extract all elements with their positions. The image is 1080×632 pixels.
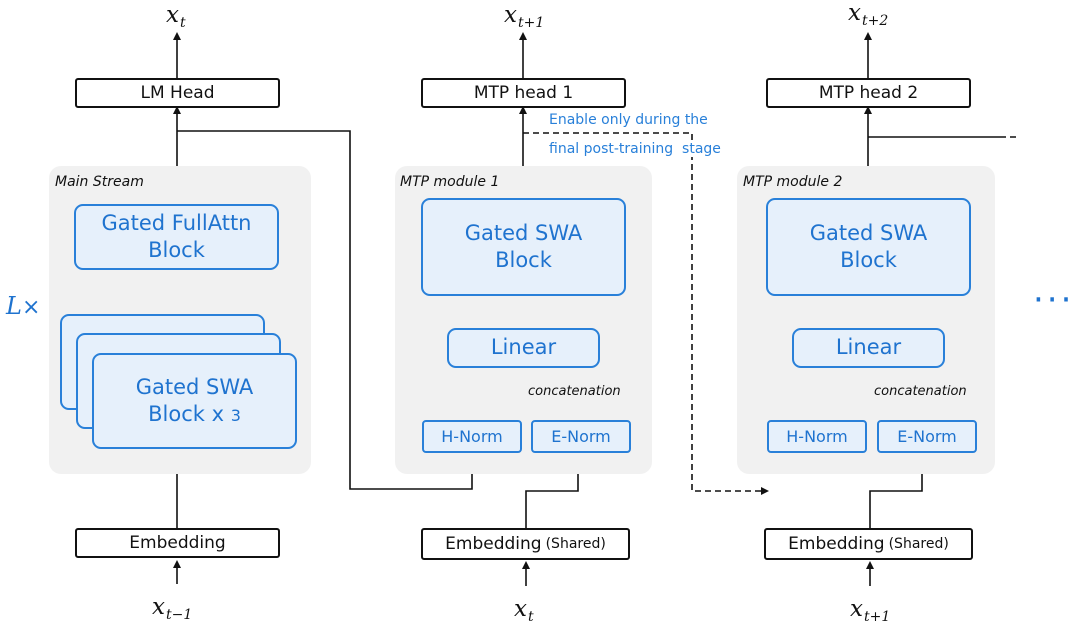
mtp1-embedding-box: Embedding(Shared) (421, 528, 630, 560)
mtp2-output-var: xt+2 (848, 0, 889, 29)
note-line-1: Enable only during the (547, 112, 710, 128)
mtp1-enorm-box: E-Norm (531, 420, 631, 453)
main-input-var: xt−1 (152, 594, 193, 623)
mtp1-output-var: xt+1 (504, 2, 545, 31)
layer-repeat-label: L× (6, 292, 41, 320)
main-stream-title: Main Stream (55, 174, 144, 190)
gated-swa-block-stack: Gated SWA Block x 3 (92, 353, 297, 449)
mtp1-input-var: xt (514, 596, 534, 625)
mtp-module-1-title: MTP module 1 (400, 174, 500, 190)
mtp-head-2-box: MTP head 2 (766, 78, 971, 108)
mtp2-input-var: xt+1 (850, 596, 891, 625)
note-line-2: final post-training stage (547, 141, 723, 157)
continuation-ellipsis: ··· (1033, 280, 1075, 320)
embedding-box: Embedding (75, 528, 280, 558)
mtp1-linear-box: Linear (447, 328, 600, 368)
mtp2-embedding-box: Embedding(Shared) (764, 528, 973, 560)
main-output-var: xt (166, 2, 186, 31)
mtp2-concat-label: concatenation (874, 384, 967, 399)
lm-head-box: LM Head (75, 78, 280, 108)
mtp2-enorm-box: E-Norm (877, 420, 977, 453)
mtp2-linear-box: Linear (792, 328, 945, 368)
mtp-head-1-box: MTP head 1 (421, 78, 626, 108)
mtp-module-2-title: MTP module 2 (743, 174, 843, 190)
mtp2-hnorm-box: H-Norm (767, 420, 867, 453)
mtp1-concat-label: concatenation (528, 384, 621, 399)
mtp1-hnorm-box: H-Norm (422, 420, 522, 453)
